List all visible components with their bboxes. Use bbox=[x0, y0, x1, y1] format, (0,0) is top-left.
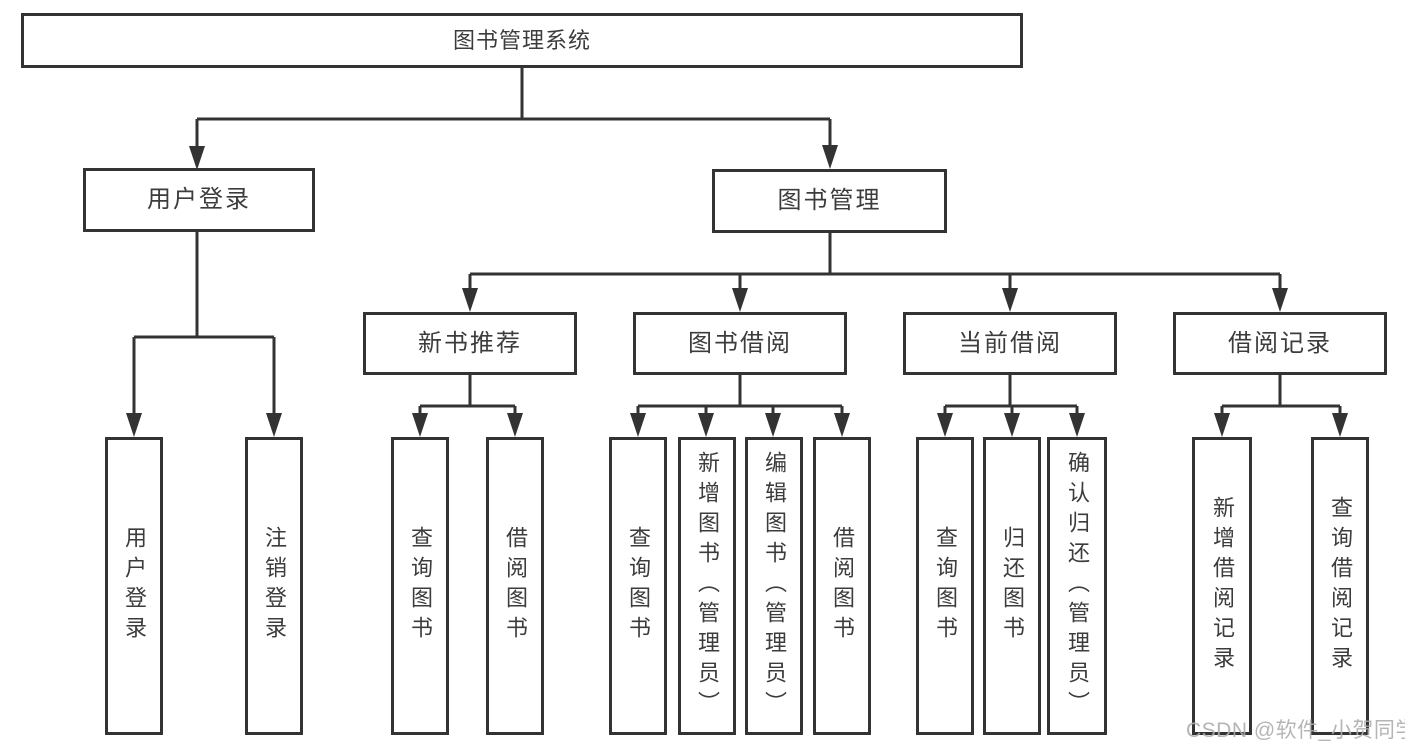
leaf-user-login: 用户登录 bbox=[105, 437, 163, 735]
connector-current-borrow-children bbox=[937, 375, 1085, 437]
leaf-add-book-admin: 新增图书（管理员） bbox=[678, 437, 736, 735]
leaf-return-book: 归还图书 bbox=[983, 437, 1041, 735]
connector-borrow-records-children bbox=[1214, 375, 1348, 437]
node-user-login: 用户登录 bbox=[83, 168, 315, 232]
leaf-add-borrow-record: 新增借阅记录 bbox=[1192, 437, 1252, 735]
node-root: 图书管理系统 bbox=[21, 13, 1023, 68]
connector-book-management-children bbox=[462, 233, 1288, 312]
leaf-edit-book-admin: 编辑图书（管理员） bbox=[745, 437, 803, 735]
node-book-management: 图书管理 bbox=[712, 169, 947, 233]
leaf-borrow-books-borrow: 借阅图书 bbox=[813, 437, 871, 735]
node-label: 新书推荐 bbox=[418, 329, 522, 357]
node-label: 当前借阅 bbox=[958, 329, 1062, 357]
leaf-query-books-borrow: 查询图书 bbox=[609, 437, 667, 735]
leaf-query-books-recommend: 查询图书 bbox=[391, 437, 449, 735]
leaf-query-books-current: 查询图书 bbox=[916, 437, 974, 735]
node-current-borrow: 当前借阅 bbox=[903, 312, 1117, 375]
node-label: 确认归还（管理员） bbox=[1065, 451, 1090, 721]
node-label: 查询图书 bbox=[933, 526, 958, 646]
node-label: 查询借阅记录 bbox=[1328, 496, 1353, 676]
node-label: 新增图书（管理员） bbox=[695, 451, 720, 721]
node-label: 注销登录 bbox=[262, 526, 287, 646]
node-label: 用户登录 bbox=[147, 186, 251, 213]
node-label: 查询图书 bbox=[626, 526, 651, 646]
leaf-confirm-return-admin: 确认归还（管理员） bbox=[1047, 437, 1107, 735]
node-label: 新增借阅记录 bbox=[1210, 496, 1235, 676]
node-book-borrow: 图书借阅 bbox=[633, 312, 847, 375]
connector-new-book-recommend-children bbox=[412, 375, 523, 437]
leaf-query-borrow-record: 查询借阅记录 bbox=[1311, 437, 1369, 735]
node-label: 查询图书 bbox=[408, 526, 433, 646]
node-label: 归还图书 bbox=[1000, 526, 1025, 646]
leaf-logout: 注销登录 bbox=[245, 437, 303, 735]
node-label: 图书管理 bbox=[777, 187, 882, 214]
node-label: 借阅图书 bbox=[503, 526, 528, 646]
csdn-watermark: CSDN @软件_小贺同学 bbox=[1186, 719, 1405, 742]
node-borrow-records: 借阅记录 bbox=[1173, 312, 1387, 375]
node-label: 借阅记录 bbox=[1228, 329, 1332, 357]
leaf-borrow-books-recommend: 借阅图书 bbox=[486, 437, 544, 735]
node-label: 图书借阅 bbox=[688, 329, 792, 357]
connector-user-login-children bbox=[126, 232, 282, 437]
connector-book-borrow-children bbox=[630, 375, 850, 437]
node-label: 用户登录 bbox=[122, 526, 147, 646]
node-label: 编辑图书（管理员） bbox=[762, 451, 787, 721]
node-label: 借阅图书 bbox=[830, 526, 855, 646]
node-new-book-recommend: 新书推荐 bbox=[363, 312, 577, 375]
node-label: 图书管理系统 bbox=[452, 27, 591, 53]
connector-root-to-level2 bbox=[189, 68, 838, 170]
